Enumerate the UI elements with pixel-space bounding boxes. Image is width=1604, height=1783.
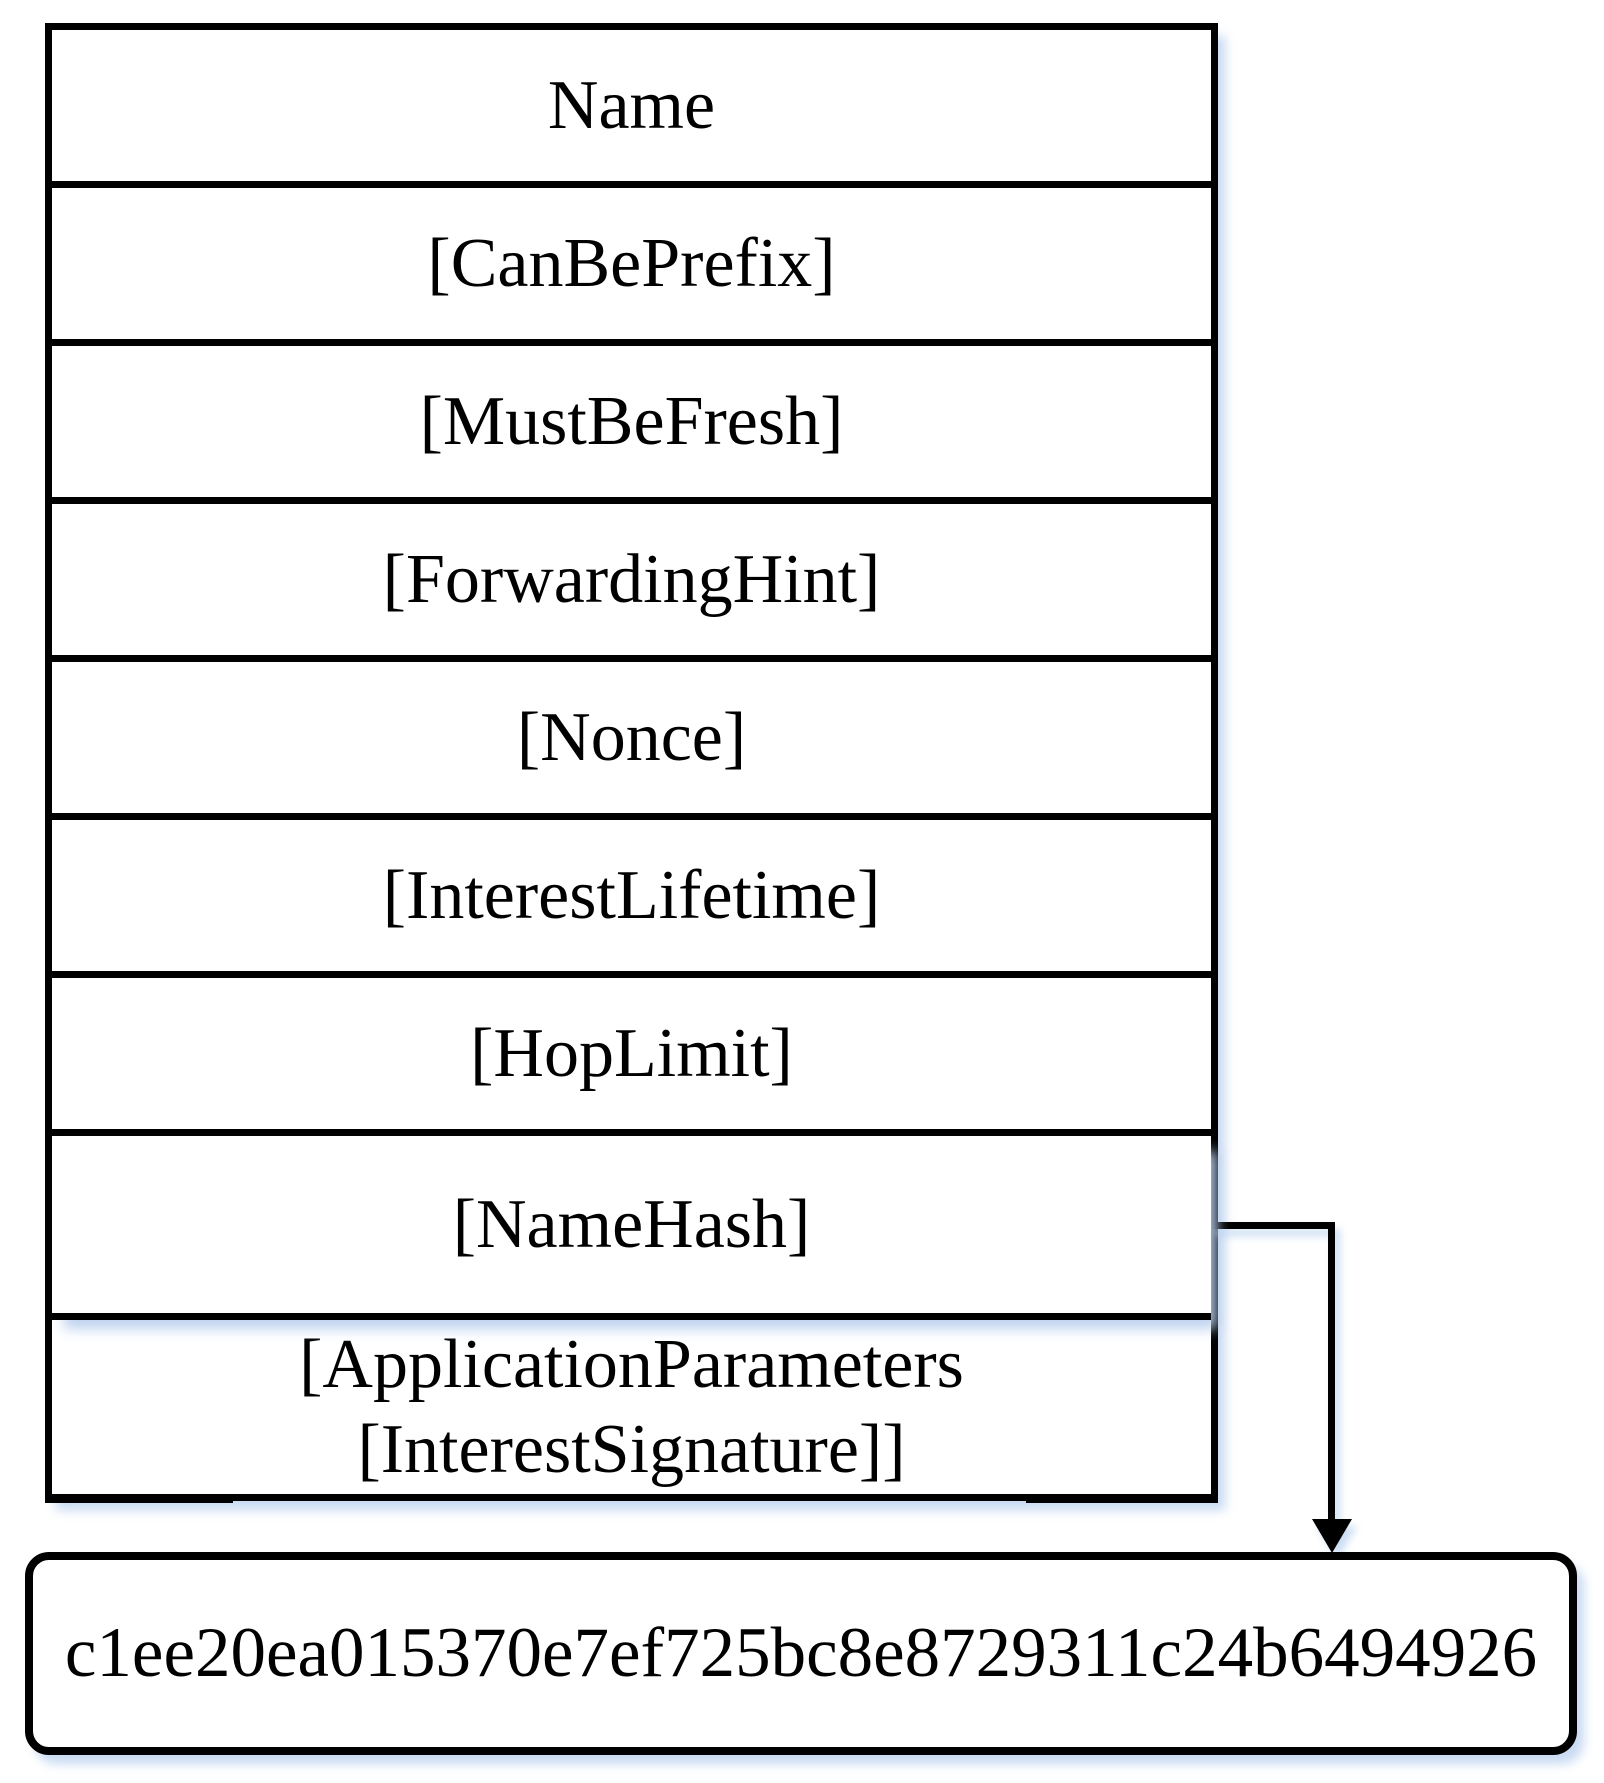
field-label: [InterestLifetime] [382,856,881,934]
field-label: [CanBePrefix] [427,224,836,302]
field-row-hoplimit: [HopLimit] [52,978,1211,1136]
field-row-name: Name [52,30,1211,188]
field-row-namehash: [NameHash] [52,1136,1211,1320]
field-label: [HopLimit] [470,1014,793,1092]
field-label: Name [547,66,716,144]
field-row-mustbefresh: [MustBeFresh] [52,346,1211,504]
table-bottom-border-segment [45,1494,233,1503]
field-row-nonce: [Nonce] [52,662,1211,820]
arrow-down-icon [1312,1519,1352,1553]
connector-vertical-segment [1328,1222,1335,1519]
field-label: [ForwardingHint] [382,540,881,618]
field-label: [ApplicationParameters [InterestSignatur… [299,1322,964,1492]
field-label-line2: [InterestSignature]] [357,1411,906,1488]
table-bottom-border-segment [1026,1494,1218,1503]
field-label-line1: [ApplicationParameters [299,1326,964,1403]
field-row-applicationparameters: [ApplicationParameters [InterestSignatur… [52,1320,1211,1494]
field-label: [NameHash] [452,1185,811,1263]
connector-horizontal-segment [1211,1222,1335,1229]
packet-fields-table: Name [CanBePrefix] [MustBeFresh] [Forwar… [45,23,1218,1501]
field-label: [Nonce] [516,698,747,776]
hash-value: c1ee20ea015370e7ef725bc8e8729311c24b6494… [64,1614,1538,1692]
field-row-interestlifetime: [InterestLifetime] [52,820,1211,978]
field-row-forwardinghint: [ForwardingHint] [52,504,1211,662]
namehash-to-hash-connector [1211,1222,1371,1562]
hash-value-box: c1ee20ea015370e7ef725bc8e8729311c24b6494… [25,1552,1577,1755]
field-label: [MustBeFresh] [419,382,844,460]
field-row-canbeprefix: [CanBePrefix] [52,188,1211,346]
